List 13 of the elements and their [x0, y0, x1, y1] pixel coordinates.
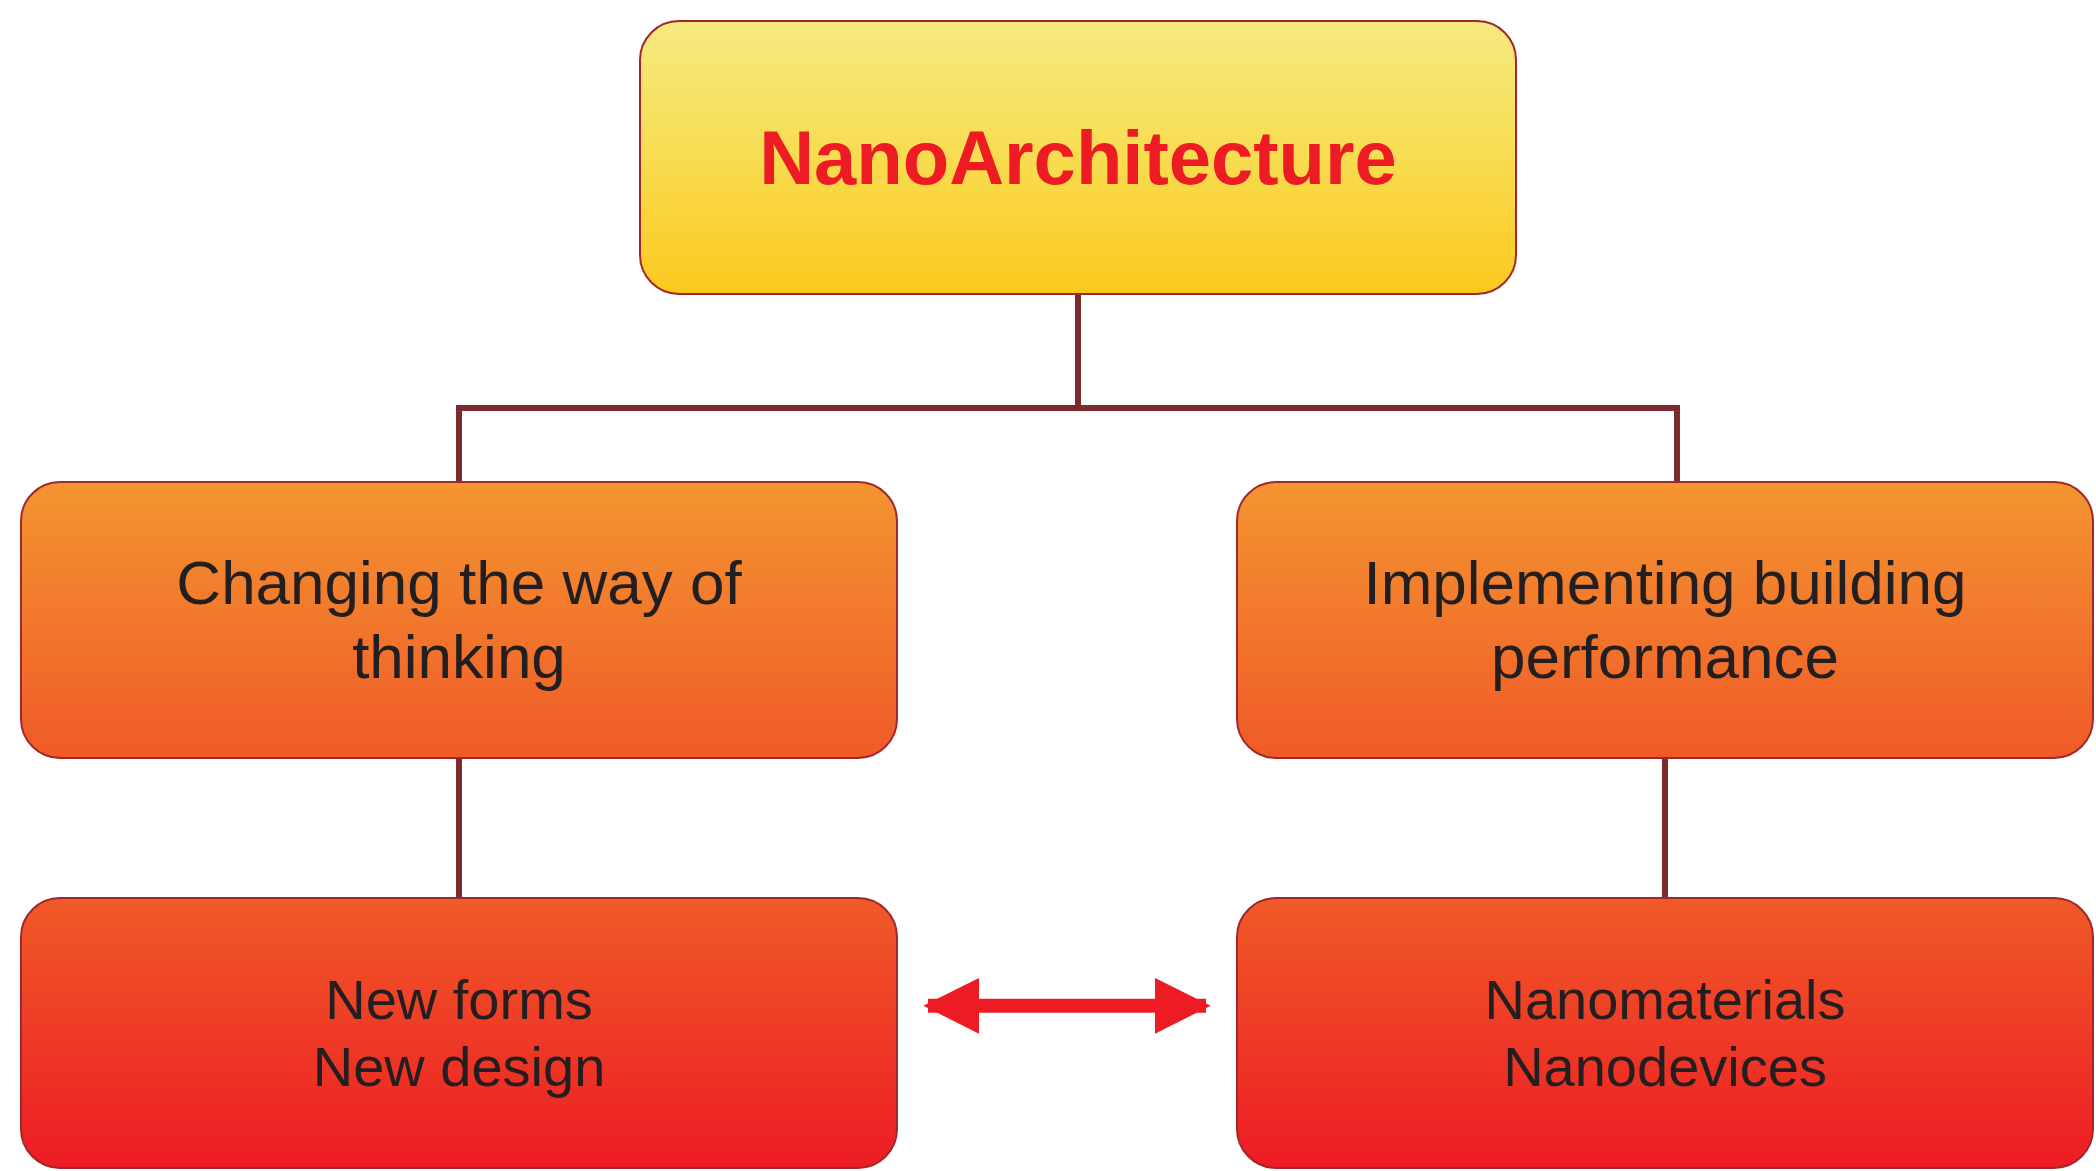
box-label: Implementing building performance — [1362, 546, 1968, 693]
title-text: NanoArchitecture — [759, 113, 1397, 202]
box-label: Changing the way of thinking — [175, 546, 743, 693]
concept-box — [1236, 897, 2094, 1169]
concept-box — [20, 897, 898, 1169]
connector-line — [1662, 759, 1668, 897]
concept-box — [1236, 481, 2094, 759]
box-label: Nanomaterials Nanodevices — [1483, 966, 1847, 1100]
double-arrow — [923, 977, 1211, 1034]
concept-box — [20, 481, 898, 759]
box-label: New forms New design — [311, 966, 607, 1100]
connector-line — [456, 759, 462, 897]
title-box — [639, 20, 1517, 295]
